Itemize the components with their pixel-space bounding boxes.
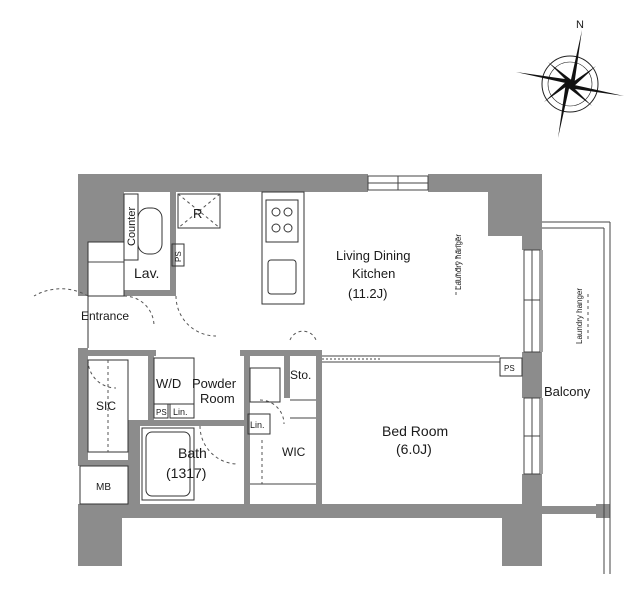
lin-label-2: Lin.: [250, 420, 265, 430]
wall-bath-left: [128, 420, 140, 504]
lavatory: Counter PS: [123, 193, 185, 267]
kitchen: [261, 191, 305, 305]
wall-bedroom-left: [316, 350, 322, 504]
lav-label: Lav.: [134, 265, 159, 281]
compass-ring: [541, 55, 599, 113]
wall-entrance-bottom: [88, 350, 156, 356]
laundry-hanger-label-ldk: Laundry hanger: [454, 234, 463, 290]
ps-label-3: PS: [504, 364, 515, 373]
wall-balcony-base: [542, 506, 598, 514]
linen-box-1: [169, 403, 195, 419]
lav-door-swing: [123, 295, 155, 327]
burner-icon: [283, 207, 293, 217]
walls: [78, 174, 610, 566]
basin: [249, 367, 281, 403]
wic-label: WIC: [282, 445, 306, 459]
wall-right-top: [522, 236, 542, 250]
burner-icon: [271, 207, 281, 217]
wall-mb-top: [78, 460, 128, 466]
refrigerator-label: R: [193, 206, 202, 221]
ps-label-2: PS: [156, 408, 167, 417]
doors: [33, 288, 317, 465]
wic-door-swing: [259, 399, 285, 425]
entrance-door-swing: [33, 288, 89, 297]
mb-box: [79, 465, 129, 505]
wall-left-mid: [78, 242, 88, 296]
sink: [267, 259, 297, 295]
ldk-label-line2: Kitchen: [352, 266, 395, 281]
sto-label: Sto.: [290, 368, 311, 382]
wall-corner-sw: [78, 504, 122, 566]
room-labels: Living Dining Kitchen (11.2J) Laundry ha…: [81, 234, 591, 493]
wall-bath-right: [244, 412, 250, 504]
powder-label-line2: Room: [200, 391, 235, 406]
sic-label: SIC: [96, 399, 116, 413]
bath-size: (1317): [166, 465, 206, 481]
compass-star-icon: [516, 30, 624, 138]
wall-powder-top: [240, 350, 320, 356]
balcony-label: Balcony: [544, 384, 591, 399]
lin-label-1: Lin.: [173, 407, 188, 417]
ps-box: [171, 243, 185, 267]
wall-bath-top: [140, 420, 244, 426]
bathtub-inner: [145, 431, 191, 497]
wall-wd-left: [148, 356, 154, 426]
ps-label: PS: [174, 251, 183, 262]
laundry-hanger-label-balcony: Laundry hanger: [575, 288, 584, 344]
wall-sto-left: [284, 356, 290, 398]
balcony-outline: [541, 221, 611, 574]
north-label: N: [576, 19, 584, 31]
compass: N: [516, 19, 624, 138]
wall-corner-se: [502, 504, 542, 566]
entrance-label: Entrance: [81, 309, 129, 323]
bedroom-size: (6.0J): [396, 441, 432, 457]
burner-icon: [283, 223, 293, 233]
kitchen-counter: [261, 191, 305, 305]
wall-lav-bottom: [124, 290, 170, 296]
bath-door-swing: [199, 425, 239, 465]
wall-bottom: [122, 504, 502, 518]
bathtub: [141, 427, 195, 501]
powder-label-line1: Powder: [192, 376, 237, 391]
bedroom-label: Bed Room: [382, 423, 448, 439]
stove: [265, 199, 299, 243]
window-right: [523, 249, 541, 475]
wall-left-upper: [78, 174, 124, 242]
linen-box-2: [247, 413, 271, 435]
counter-label: Counter: [126, 207, 138, 246]
toilet: [137, 207, 163, 255]
refrigerator: R: [177, 193, 221, 229]
wd-label: W/D: [156, 376, 181, 391]
ldk-label-line1: Living Dining: [336, 248, 410, 263]
sic-door-swing: [87, 359, 117, 389]
sto-door-swing: [289, 330, 317, 341]
shoe-cabinet: [87, 241, 125, 297]
burner-icon: [271, 223, 281, 233]
hall-door-swing: [175, 295, 217, 337]
wall-powder-right: [244, 356, 250, 416]
compass-inner-ring: [547, 61, 593, 107]
wall-right-low: [522, 474, 542, 504]
ps-box-3: [499, 357, 523, 377]
wall-top-left: [78, 174, 368, 192]
bath-label: Bath: [178, 445, 207, 461]
wall-right-mid: [522, 352, 542, 398]
mb-label: MB: [96, 482, 111, 493]
wic-rails: [250, 399, 316, 485]
ldk-size: (11.2J): [348, 286, 388, 301]
wall-left-lower: [78, 348, 88, 460]
wall-balcony-post: [596, 504, 610, 518]
ps-box-2: [153, 403, 169, 419]
ldk-bedroom-partition: [322, 355, 500, 363]
